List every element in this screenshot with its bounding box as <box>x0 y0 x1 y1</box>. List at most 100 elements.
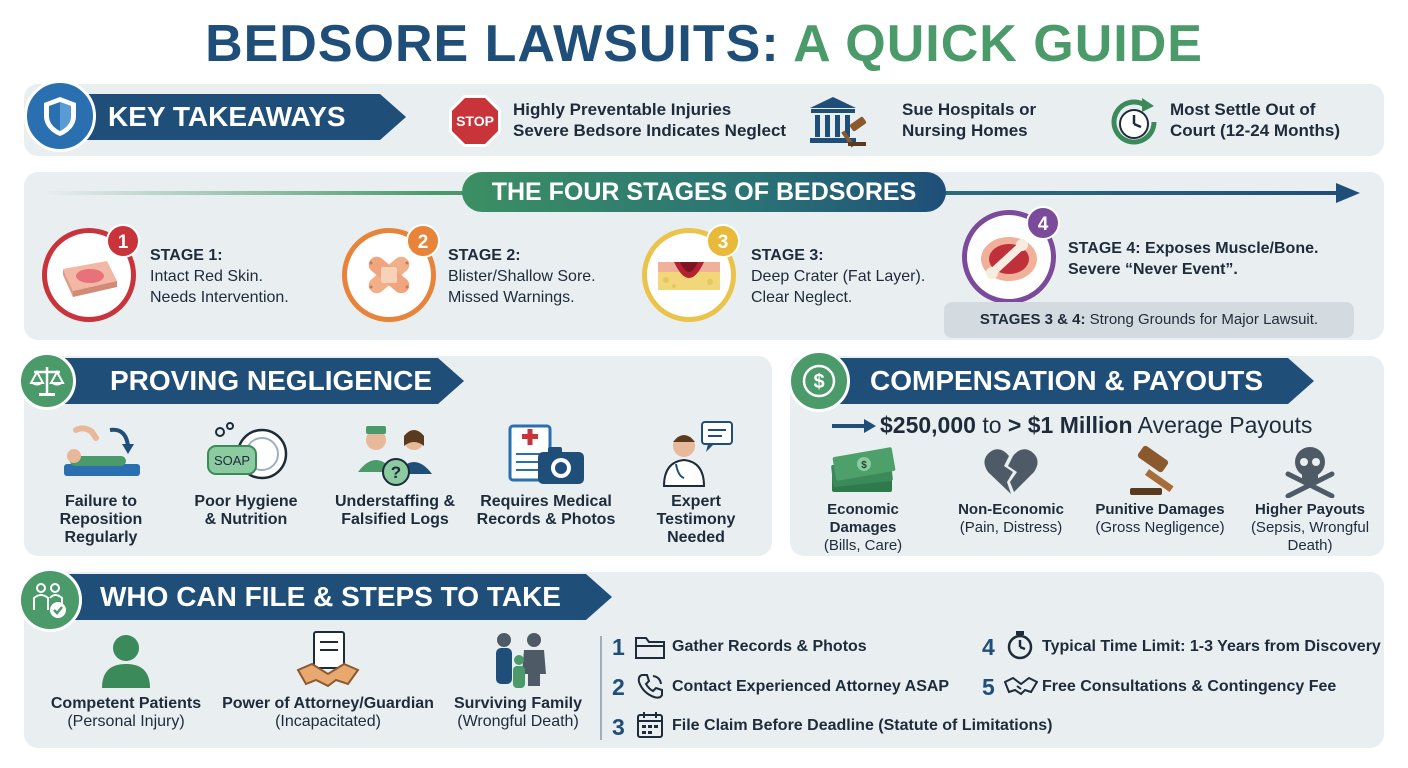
noneconomic-title: Non-Economic <box>958 501 1064 518</box>
skull-icon <box>1282 444 1338 499</box>
negligence-2-line-1: Poor Hygiene <box>194 493 298 510</box>
stage-2-bandage-icon <box>342 228 436 322</box>
stage-4-badge: 4 <box>1026 206 1060 240</box>
filer-competent: Competent Patients (Personal Injury) <box>40 695 212 731</box>
takeaway-1-line-1: Highly Preventable Injuries <box>513 100 732 119</box>
negligence-label-1: Failure to Reposition Regularly <box>40 493 162 547</box>
payout-amount-low: $250,000 <box>880 412 976 438</box>
person-icon <box>100 632 152 690</box>
stage-3-line-1: Deep Crater (Fat Layer). <box>751 268 926 285</box>
payout-amount-high: > $1 Million <box>1007 412 1133 438</box>
step-2-number: 2 <box>612 674 625 700</box>
economic-title-1: Economic <box>827 501 899 518</box>
staff-question-icon: ? <box>354 424 438 488</box>
stage-2-line-1: Blister/Shallow Sore. <box>448 268 596 285</box>
takeaway-1-line-2: Severe Bedsore Indicates Neglect <box>513 121 787 140</box>
stage-2-title: STAGE 2: <box>448 247 521 264</box>
takeaway-2-line-2: Nursing Homes <box>902 121 1028 140</box>
step-4-number: 4 <box>982 634 995 660</box>
filer-1-title: Competent Patients <box>50 695 202 712</box>
filer-family: Surviving Family (Wrongful Death) <box>444 695 592 731</box>
stage-1-title: STAGE 1: <box>150 247 223 264</box>
stop-sign-text: STOP <box>456 113 494 129</box>
stage-1-badge: 1 <box>106 224 140 258</box>
stages-heading: THE FOUR STAGES OF BEDSORES <box>462 172 946 212</box>
compensation-label-higher: Higher Payouts (Sepsis, Wrongful Death) <box>1240 501 1380 555</box>
title-part-1: BEDSORE LAWSUITS: <box>205 15 780 73</box>
stopwatch-icon <box>1006 630 1034 660</box>
negligence-label-3: Understaffing & Falsified Logs <box>324 493 466 529</box>
filer-1-sub: (Personal Injury) <box>67 713 185 730</box>
negligence-2-line-2: & Nutrition <box>204 511 288 528</box>
phone-icon <box>636 672 664 700</box>
soap-text: SOAP <box>214 453 250 468</box>
cash-icon: $ <box>828 446 898 496</box>
payout-to: to <box>982 412 1002 438</box>
payout-suffix: Average Payouts <box>1137 412 1313 438</box>
stage-1-text: STAGE 1: Intact Red Skin. Needs Interven… <box>150 245 289 308</box>
stages-note-bold: STAGES 3 & 4: <box>979 311 1086 328</box>
step-3-number: 3 <box>612 714 625 740</box>
stages-note: STAGES 3 & 4: Strong Grounds for Major L… <box>944 302 1354 338</box>
soap-icon: SOAP <box>206 420 290 486</box>
compensation-label-economic: Economic Damages (Bills, Care) <box>804 501 922 555</box>
step-1-text: Gather Records & Photos <box>672 638 867 655</box>
takeaway-3-line-2: Court (12-24 Months) <box>1170 121 1340 140</box>
negligence-5-line-3: Needed <box>667 529 725 546</box>
stage-3-line-2: Clear Neglect. <box>751 289 853 306</box>
payout-range: $250,000 to > $1 Million Average Payouts <box>880 410 1312 440</box>
negligence-3-line-1: Understaffing & <box>335 493 455 510</box>
takeaway-sue: Sue Hospitals or Nursing Homes <box>902 99 1036 141</box>
step-1-number: 1 <box>612 634 625 660</box>
filer-2-sub: (Incapacitated) <box>275 713 381 730</box>
negligence-5-line-1: Expert <box>671 493 721 510</box>
noneconomic-sub: (Pain, Distress) <box>959 519 1063 536</box>
negligence-1-line-3: Regularly <box>64 529 138 546</box>
punitive-sub: (Gross Negligence) <box>1095 519 1225 536</box>
dollar-icon: $ <box>788 350 850 412</box>
step-5-number: 5 <box>982 674 995 700</box>
key-takeaways-banner: KEY TAKEAWAYS <box>40 94 406 140</box>
stage-4-line-2: Severe “Never Event”. <box>1068 261 1238 278</box>
negligence-label-5: Expert Testimony Needed <box>636 493 756 547</box>
negligence-banner: PROVING NEGLIGENCE <box>38 358 464 404</box>
stage-3-text: STAGE 3: Deep Crater (Fat Layer). Clear … <box>751 245 925 308</box>
compensation-label-noneconomic: Non-Economic (Pain, Distress) <box>946 501 1076 537</box>
filer-3-title: Surviving Family <box>453 695 583 712</box>
stop-sign-icon: STOP <box>448 94 502 148</box>
punitive-title: Punitive Damages <box>1095 501 1225 518</box>
takeaway-settle: Most Settle Out of Court (12-24 Months) <box>1170 99 1340 141</box>
negligence-5-line-2: Testimony <box>656 511 736 528</box>
svg-text:?: ? <box>391 463 401 482</box>
step-4-text: Typical Time Limit: 1-3 Years from Disco… <box>1042 638 1381 655</box>
doctor-icon <box>660 420 736 488</box>
stage-1-wound-icon <box>42 228 136 322</box>
negligence-4-line-2: Records & Photos <box>476 511 616 528</box>
higher-title: Higher Payouts <box>1254 501 1366 518</box>
compensation-banner: COMPENSATION & PAYOUTS <box>800 358 1314 404</box>
folder-icon <box>634 634 666 660</box>
title-part-2: A QUICK GUIDE <box>793 15 1203 73</box>
takeaway-preventable: Highly Preventable Injuries Severe Bedso… <box>513 99 786 141</box>
negligence-label-2: Poor Hygiene & Nutrition <box>180 493 312 529</box>
filer-poa: Power of Attorney/Guardian (Incapacitate… <box>216 695 440 731</box>
negligence-3-line-2: Falsified Logs <box>341 511 449 528</box>
stage-3-title: STAGE 3: <box>751 247 824 264</box>
stage-2-badge: 2 <box>406 224 440 258</box>
records-camera-icon <box>508 424 588 488</box>
shield-icon <box>24 80 96 152</box>
svg-text:$: $ <box>813 371 824 393</box>
compensation-label-punitive: Punitive Damages (Gross Negligence) <box>1084 501 1236 537</box>
negligence-4-line-1: Requires Medical <box>480 493 612 510</box>
stage-2-text: STAGE 2: Blister/Shallow Sore. Missed Wa… <box>448 245 596 308</box>
economic-title-2: Damages <box>829 519 897 536</box>
step-2-text: Contact Experienced Attorney ASAP <box>672 678 950 695</box>
takeaway-2-line-1: Sue Hospitals or <box>902 100 1037 119</box>
negligence-1-line-2: Reposition <box>59 511 143 528</box>
step-5-text: Free Consultations & Contingency Fee <box>1042 678 1337 695</box>
stage-2-line-2: Missed Warnings. <box>448 289 575 306</box>
page-title: BEDSORE LAWSUITS: A QUICK GUIDE <box>0 14 1408 74</box>
family-icon <box>490 630 548 690</box>
stage-1-line-1: Intact Red Skin. <box>150 268 263 285</box>
handshake-icon <box>1003 674 1039 698</box>
